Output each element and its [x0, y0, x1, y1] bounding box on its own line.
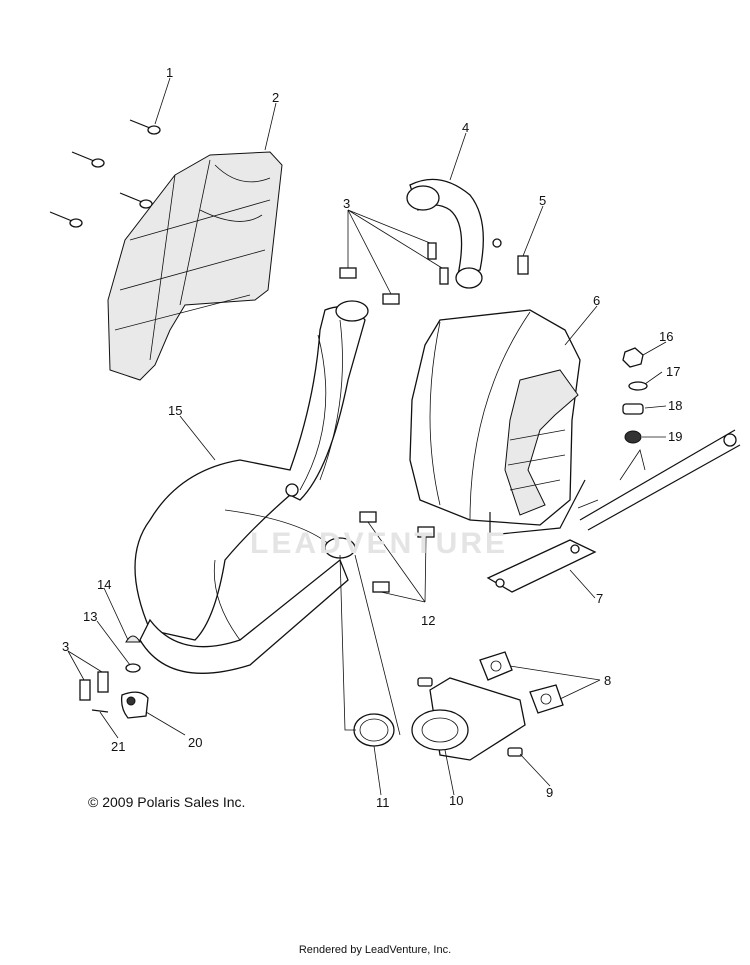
callout-15: 15: [168, 403, 183, 418]
part-2-heat-shield: [107, 151, 283, 381]
part-8-gaskets: [479, 651, 564, 714]
callout-5: 5: [539, 193, 547, 208]
callout-7: 7: [596, 591, 604, 606]
part-5-grommet: [517, 255, 529, 275]
callout-17: 17: [666, 364, 681, 379]
watermark: LEADVENTURE: [250, 527, 509, 560]
leader-lines: [67, 77, 667, 796]
part-16-19-hardware: [622, 347, 648, 444]
rendered-by-footer: Rendered by LeadVenture, Inc.: [298, 944, 452, 956]
part-6-muffler: [409, 309, 586, 536]
part-1-rivets: [49, 119, 161, 228]
part-9-10-11: [353, 677, 526, 761]
callout-16: 16: [659, 329, 674, 344]
callout-14: 14: [97, 577, 112, 592]
part-15-exhaust-pipe: [134, 300, 369, 674]
part-7-bracket: [486, 539, 597, 593]
callout-2: 2: [272, 90, 280, 105]
callout-9: 9: [546, 785, 554, 800]
callout-3-lower: 3: [62, 639, 70, 654]
part-3-grommets-upper: [339, 242, 449, 305]
callout-4: 4: [462, 120, 470, 135]
callout-18: 18: [668, 398, 683, 413]
callout-19: 19: [668, 429, 683, 444]
callout-6: 6: [593, 293, 601, 308]
part-4-elbow: [406, 178, 502, 289]
callout-8: 8: [604, 673, 612, 688]
callout-3: 3: [343, 196, 351, 211]
callout-12: 12: [421, 613, 436, 628]
copyright-text: © 2009 Polaris Sales Inc.: [88, 794, 246, 810]
callout-13: 13: [83, 609, 98, 624]
callout-20: 20: [188, 735, 203, 750]
callout-1: 1: [166, 65, 174, 80]
callout-11: 11: [376, 795, 390, 810]
mounting-rod: [577, 429, 741, 531]
callout-21: 21: [111, 739, 126, 754]
callout-10: 10: [449, 793, 464, 808]
parts-lower-left: [79, 635, 149, 719]
